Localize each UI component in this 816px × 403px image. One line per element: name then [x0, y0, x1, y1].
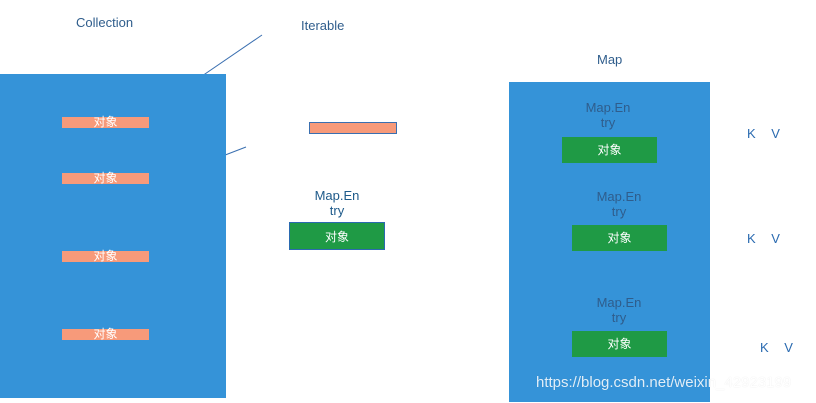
kv-pair-3: K V — [760, 340, 793, 355]
kv-pair-1: K V — [747, 126, 780, 141]
kv-pair-2: K V — [747, 231, 780, 246]
collection-object-2: 对象 — [62, 172, 149, 184]
collection-object-1: 对象 — [62, 116, 149, 128]
kv-value-2: V — [771, 231, 780, 246]
middle-entry-box: 对象 — [289, 222, 385, 250]
kv-value-1: V — [771, 126, 780, 141]
collection-label: Collection — [76, 15, 134, 30]
collection-panel — [0, 74, 226, 398]
iterable-label: Iterable — [301, 18, 345, 33]
middle-object-bar — [309, 122, 397, 134]
middle-entry-title: Map.En try — [287, 188, 387, 218]
kv-value-3: V — [784, 340, 793, 355]
kv-key-3: K — [760, 340, 769, 355]
map-entry-box-1: 对象 — [562, 137, 657, 163]
map-entry-box-3: 对象 — [572, 331, 667, 357]
map-entry-title-1-line1: Map.En — [585, 100, 631, 115]
map-entry-title-3: Map.En try — [569, 295, 669, 325]
map-entry-title-2: Map.En try — [569, 189, 669, 219]
map-entry-box-2: 对象 — [572, 225, 667, 251]
kv-key-2: K — [747, 231, 756, 246]
middle-entry-title-line1: Map.En — [314, 188, 360, 203]
map-entry-title-3-line1: Map.En — [596, 295, 642, 310]
middle-entry-title-line2: try — [329, 203, 345, 218]
map-entry-title-1: Map.En try — [558, 100, 658, 130]
collection-object-3: 对象 — [62, 250, 149, 262]
map-entry-title-3-line2: try — [611, 310, 627, 325]
map-entry-title-1-line2: try — [600, 115, 616, 130]
collection-object-4: 对象 — [62, 328, 149, 340]
map-label: Map — [597, 52, 623, 67]
kv-key-1: K — [747, 126, 756, 141]
map-entry-title-2-line1: Map.En — [596, 189, 642, 204]
map-entry-title-2-line2: try — [611, 204, 627, 219]
watermark: https://blog.csdn.net/weixin_42923199 — [536, 374, 792, 391]
